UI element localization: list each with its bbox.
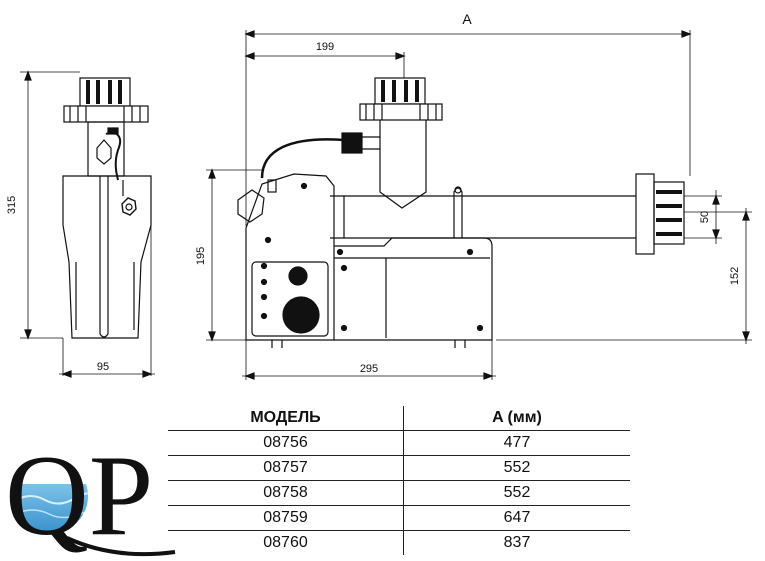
dim-label-195: 195 [195,247,207,265]
qp-logo: QP [5,440,176,558]
side-view [20,70,155,378]
dim-label-50: 50 [699,211,711,223]
table-row: 08759 647 [168,505,630,531]
a-mm-cell: 837 [403,530,630,555]
model-cell: 08759 [168,505,404,531]
dim-label-152: 152 [729,267,741,285]
column-header-model: МОДЕЛЬ [168,406,404,431]
model-cell: 08756 [168,430,404,456]
table-row: 08758 552 [168,480,630,506]
model-cell: 08758 [168,480,404,506]
dim-label-295: 295 [360,363,378,375]
table-row: 08757 552 [168,455,630,481]
a-mm-cell: 552 [403,480,630,506]
model-cell: 08757 [168,455,404,481]
column-header-a-mm: A (мм) [492,409,542,426]
a-mm-cell: 477 [403,430,630,456]
table-header-row: МОДЕЛЬ A (мм) [168,406,630,431]
model-table: МОДЕЛЬ A (мм) 08756 477 08757 552 08758 … [168,406,630,555]
dim-label-a: A [462,11,472,27]
dim-label-315: 315 [6,196,18,214]
a-mm-cell: 647 [403,505,630,531]
table-row: 08756 477 [168,430,630,456]
dim-label-95: 95 [97,361,109,373]
dim-label-199: 199 [316,41,334,53]
model-cell: 08760 [168,530,404,555]
front-view [206,30,752,380]
a-mm-cell: 552 [403,455,630,481]
table-row: 08760 837 [168,530,630,555]
logo-text: QP [5,440,153,558]
technical-drawing: A 199 315 95 195 295 50 152 [6,11,752,380]
logo-swoosh [66,536,176,557]
